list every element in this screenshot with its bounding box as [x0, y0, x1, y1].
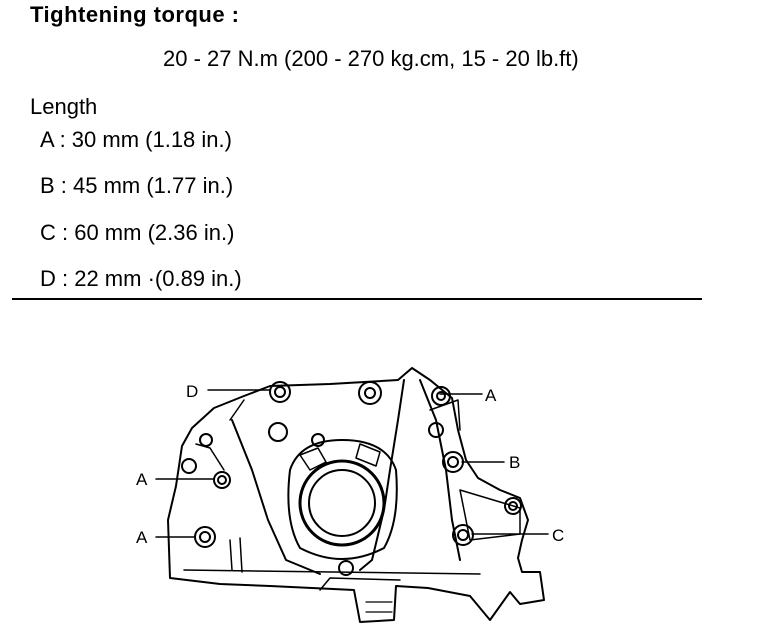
- divider: [12, 298, 702, 300]
- torque-value: 20 - 27 N.m (200 - 270 kg.cm, 15 - 20 lb…: [163, 46, 579, 71]
- length-row-d: D : 22 mm ·(0.89 in.): [40, 266, 242, 291]
- rotor-assembly: [287, 439, 398, 560]
- length-row-a: A : 30 mm (1.18 in.): [40, 127, 232, 152]
- callout-a-top: A: [485, 386, 497, 405]
- oil-pump-diagram: [155, 367, 549, 623]
- callout-a-left-1: A: [136, 470, 148, 489]
- callout-a-left-2: A: [136, 528, 148, 547]
- length-heading: Length: [30, 94, 98, 119]
- callout-b: B: [509, 453, 521, 472]
- torque-heading: Tightening torque :: [30, 2, 240, 27]
- bolt-holes: [181, 381, 522, 576]
- length-row-b: B : 45 mm (1.77 in.): [40, 173, 234, 198]
- length-row-c: C : 60 mm (2.36 in.): [40, 220, 235, 245]
- callout-d-top: D: [186, 382, 199, 401]
- callout-c: C: [552, 526, 565, 545]
- callout-lines: [155, 389, 549, 538]
- pump-housing-outline: [167, 367, 545, 623]
